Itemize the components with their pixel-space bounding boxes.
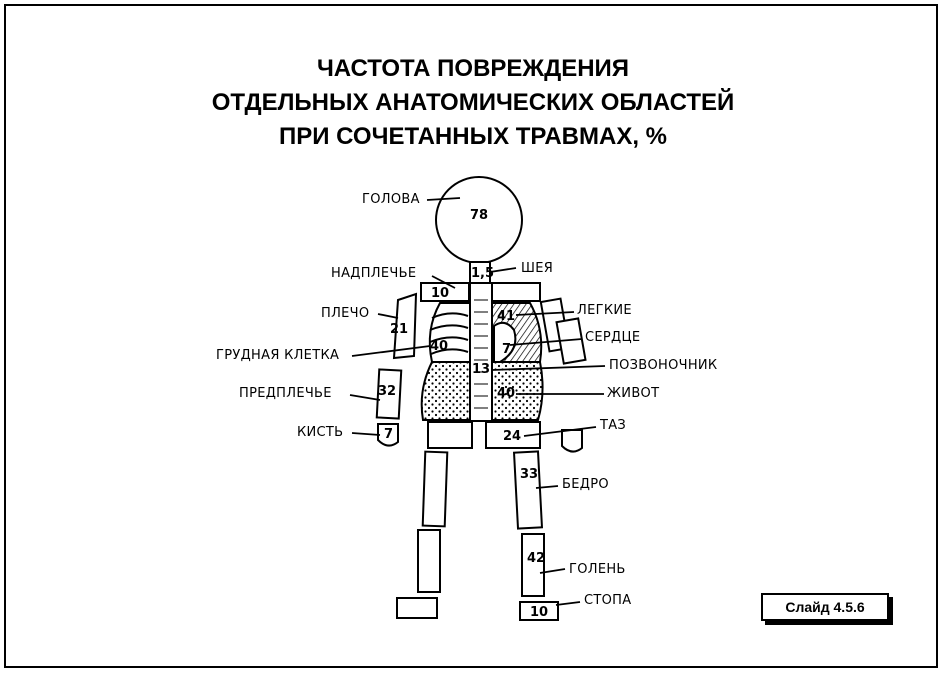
left-pelvis-shape: [427, 421, 473, 449]
leader-spine: [491, 365, 606, 371]
leader-pelvis: [523, 426, 597, 437]
leader-neck: [489, 267, 517, 273]
lungs-label: ЛЕГКИЕ: [577, 303, 632, 318]
head-value: 78: [470, 208, 488, 223]
shoulder-value: 21: [390, 322, 408, 337]
neck-value: 1,5: [471, 266, 494, 281]
spine-value: 13: [472, 362, 490, 377]
pelvis-label: ТАЗ: [600, 418, 627, 433]
shin-value: 42: [527, 551, 545, 566]
forearm-label: ПРЕДПЛЕЧЬЕ: [239, 386, 332, 401]
leader-hand: [351, 432, 381, 436]
title-line-3: ПРИ СОЧЕТАННЫХ ТРАВМАХ, %: [279, 123, 667, 150]
abdomen-label: ЖИВОТ: [607, 386, 660, 401]
leader-thigh: [535, 485, 559, 489]
slide-number-box: Слайд 4.5.6: [761, 593, 889, 621]
left-abdomen-shape: [420, 361, 471, 421]
chest-label: ГРУДНАЯ КЛЕТКА: [216, 348, 340, 363]
forearm-value: 32: [378, 384, 396, 399]
thigh-label: БЕДРО: [562, 477, 609, 492]
right-hand-shape: [561, 429, 583, 453]
slide-title: ЧАСТОТА ПОВРЕЖДЕНИЯ ОТДЕЛЬНЫХ АНАТОМИЧЕС…: [0, 52, 946, 154]
right-supra-shape: [491, 282, 541, 302]
right-foot-shape: [519, 601, 559, 621]
heart-shape: [493, 321, 517, 363]
foot-label: СТОПА: [584, 593, 632, 608]
head-label: ГОЛОВА: [362, 192, 420, 207]
slide-frame: [4, 4, 938, 668]
hand-label: КИСТЬ: [297, 425, 344, 440]
title-line-1: ЧАСТОТА ПОВРЕЖДЕНИЯ: [316, 55, 630, 82]
leader-shoulder: [377, 313, 399, 319]
leader-forearm: [349, 394, 381, 401]
leader-head: [426, 197, 461, 201]
supra-value: 10: [431, 286, 449, 301]
chest-value: 40: [430, 339, 448, 354]
heart-value: 7: [502, 342, 511, 357]
left-chest-shape: [428, 302, 471, 363]
left-shoulder-shape: [392, 292, 418, 360]
pelvis-value: 24: [503, 429, 521, 444]
right-abdomen-shape: [491, 361, 544, 421]
foot-value: 10: [530, 605, 548, 620]
spine-shape: [469, 282, 493, 422]
leader-foot: [555, 601, 581, 606]
shin-label: ГОЛЕНЬ: [569, 562, 626, 577]
right-thigh-shape: [512, 450, 544, 530]
left-shin-shape: [417, 529, 441, 593]
spine-label: ПОЗВОНОЧНИК: [609, 358, 718, 373]
title-line-2: ОТДЕЛЬНЫХ АНАТОМИЧЕСКИХ ОБЛАСТЕЙ: [211, 89, 735, 116]
thigh-value: 33: [520, 467, 538, 482]
leader-supra: [431, 275, 456, 289]
abdomen-value: 40: [497, 386, 515, 401]
lungs-value: 41: [497, 309, 515, 324]
leader-heart: [509, 338, 583, 346]
left-forearm-shape: [375, 368, 403, 420]
right-shin-shape: [521, 533, 545, 597]
left-hand-shape: [377, 423, 399, 447]
leader-shin: [539, 568, 566, 574]
left-thigh-shape: [421, 450, 449, 528]
leader-lungs: [515, 311, 575, 316]
supra-label: НАДПЛЕЧЬЕ: [331, 266, 417, 281]
hand-value: 7: [384, 427, 393, 442]
heart-label: СЕРДЦЕ: [585, 330, 641, 345]
neck-label: ШЕЯ: [521, 261, 554, 276]
shoulder-label: ПЛЕЧО: [321, 306, 370, 321]
left-foot-shape: [396, 597, 438, 619]
leader-chest: [351, 345, 431, 357]
